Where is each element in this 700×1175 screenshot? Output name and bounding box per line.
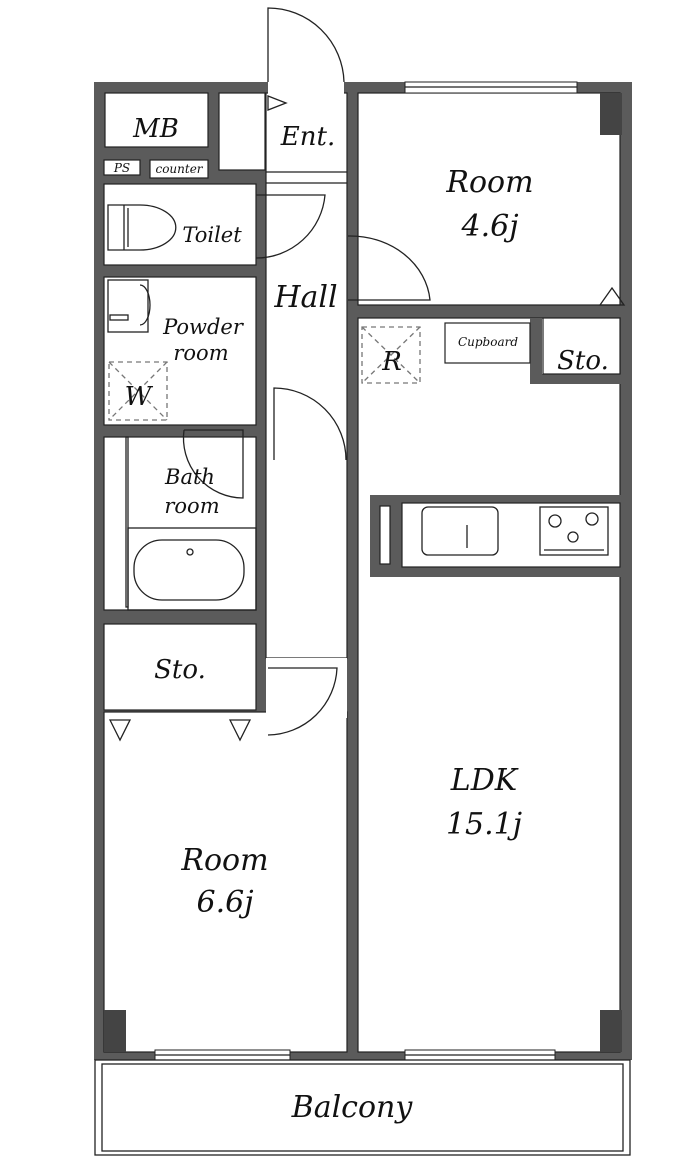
ldk-name: LDK (450, 763, 519, 798)
counter-label: counter (155, 162, 203, 176)
toilet-icon (107, 204, 177, 251)
toilet-door[interactable] (255, 194, 326, 259)
room-south-name: Room (180, 843, 268, 878)
washer-space (108, 361, 168, 421)
hall-label: Hall (273, 280, 337, 315)
ps-label: PS (113, 161, 130, 175)
fridge-space (361, 326, 421, 384)
room-north (357, 92, 621, 306)
kitchen-counter (370, 495, 625, 577)
powder-room-label-2: room (173, 341, 228, 365)
balcony-label: Balcony (291, 1090, 414, 1125)
entrance-door[interactable] (267, 7, 345, 83)
cupboard-label: Cupboard (458, 335, 518, 349)
toilet-room (103, 183, 257, 266)
bathtub-icon (125, 436, 257, 611)
bath-label: Bath (164, 465, 215, 489)
room-south (103, 711, 348, 1053)
ldk-door[interactable] (273, 387, 347, 461)
storage-right (542, 317, 621, 375)
powder-room-label: Powder (162, 315, 245, 339)
mb-label: MB (132, 114, 179, 144)
ps-shaft (103, 159, 141, 176)
stove-icon (539, 506, 609, 556)
shoe-closet (218, 92, 266, 171)
ldk-room (357, 317, 621, 1053)
room-south-size: 6.6j (196, 885, 253, 920)
room-north-name: Room (445, 165, 533, 200)
bath-label-2: room (164, 494, 219, 518)
room-north-size: 4.6j (460, 209, 518, 244)
ldk-size: 15.1j (446, 807, 522, 842)
powder-room (103, 276, 257, 426)
entrance-label: Ent. (280, 122, 335, 152)
cupboard (444, 322, 531, 364)
toilet-label: Toilet (182, 223, 242, 247)
storage-right-label: Sto. (557, 346, 609, 376)
storage-left (103, 623, 257, 711)
entrance-hall (265, 92, 348, 659)
storage-left-label: Sto. (154, 655, 206, 685)
mb-room (104, 92, 209, 148)
balcony (94, 1059, 631, 1156)
counter-area (149, 159, 209, 179)
fridge-label: R (381, 347, 402, 377)
washbasin-icon (107, 279, 151, 333)
washer-label: W (125, 382, 154, 412)
room-south-door[interactable] (267, 667, 338, 736)
sink-icon (421, 506, 499, 556)
bath-door[interactable] (182, 429, 244, 499)
bath-room (103, 436, 257, 611)
room-north-door[interactable] (347, 235, 431, 301)
